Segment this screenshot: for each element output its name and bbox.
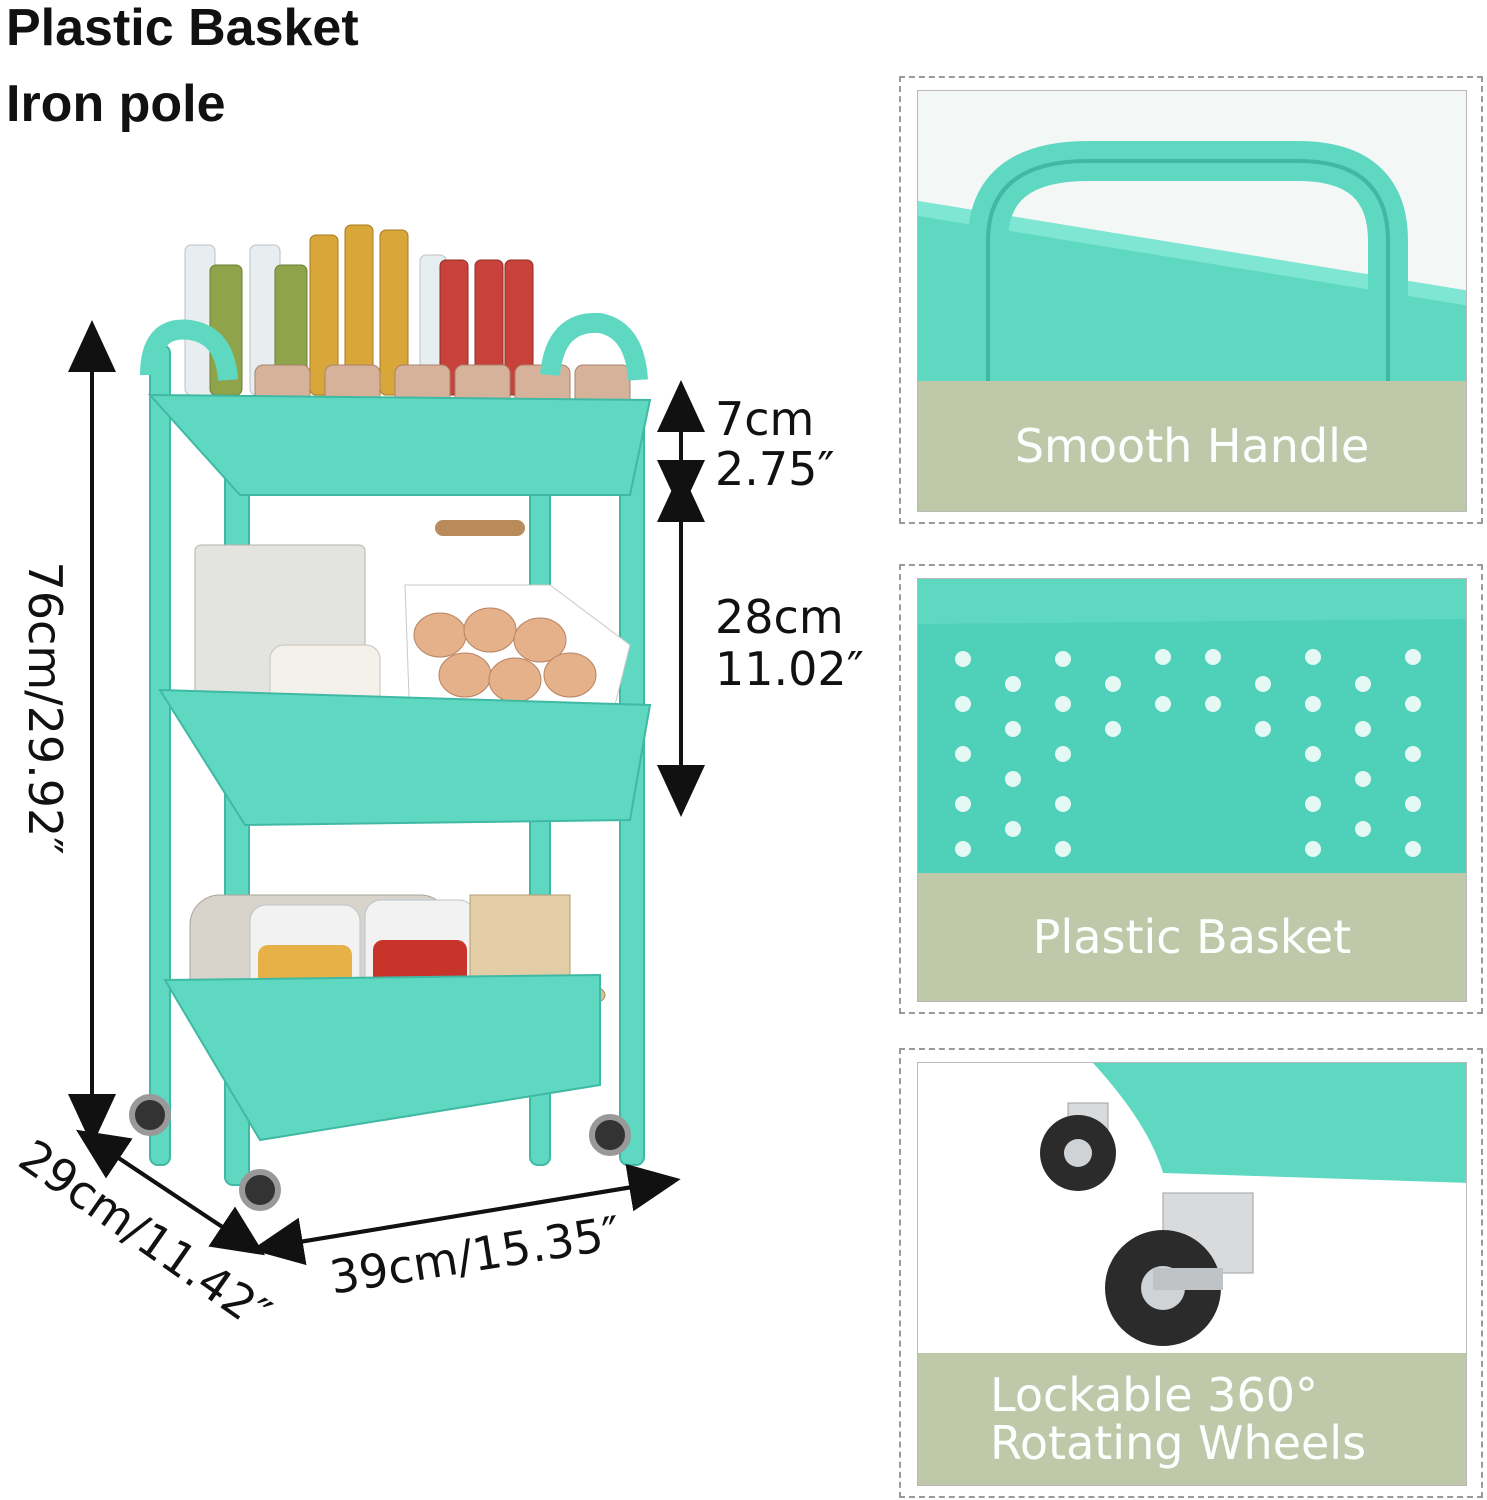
cart-illustration — [110, 205, 670, 1215]
caption-rotating-wheels-line2: Rotating Wheels — [990, 1416, 1367, 1470]
caption-plastic-basket: Plastic Basket — [918, 873, 1466, 1001]
headline-plastic-basket: Plastic Basket — [6, 0, 359, 57]
dim-top-tier-in: 2.75″ — [715, 442, 835, 496]
panel-smooth-handle: Smooth Handle — [899, 76, 1483, 524]
panel-plastic-basket: Plastic Basket — [899, 564, 1483, 1014]
dim-height: 76cm/29.92″ — [18, 561, 72, 855]
panel-rotating-wheels-image: Lockable 360° Rotating Wheels — [917, 1062, 1467, 1486]
panel-plastic-basket-image: Plastic Basket — [917, 578, 1467, 1002]
dim-middle-gap-in: 11.02″ — [715, 642, 864, 696]
middle-shelf-items — [194, 520, 631, 741]
wheels — [129, 1094, 631, 1211]
caption-rotating-wheels-line1: Lockable 360° — [990, 1367, 1318, 1422]
dim-middle-gap-cm: 28cm — [715, 590, 844, 644]
caption-smooth-handle: Smooth Handle — [918, 381, 1466, 511]
dim-top-tier-cm: 7cm — [715, 392, 815, 446]
headline-iron-pole: Iron pole — [6, 75, 226, 133]
panel-rotating-wheels: Lockable 360° Rotating Wheels — [899, 1048, 1483, 1498]
cart-image — [129, 224, 652, 1211]
panel-smooth-handle-image: Smooth Handle — [917, 90, 1467, 512]
caption-rotating-wheels: Lockable 360° Rotating Wheels — [918, 1353, 1466, 1485]
